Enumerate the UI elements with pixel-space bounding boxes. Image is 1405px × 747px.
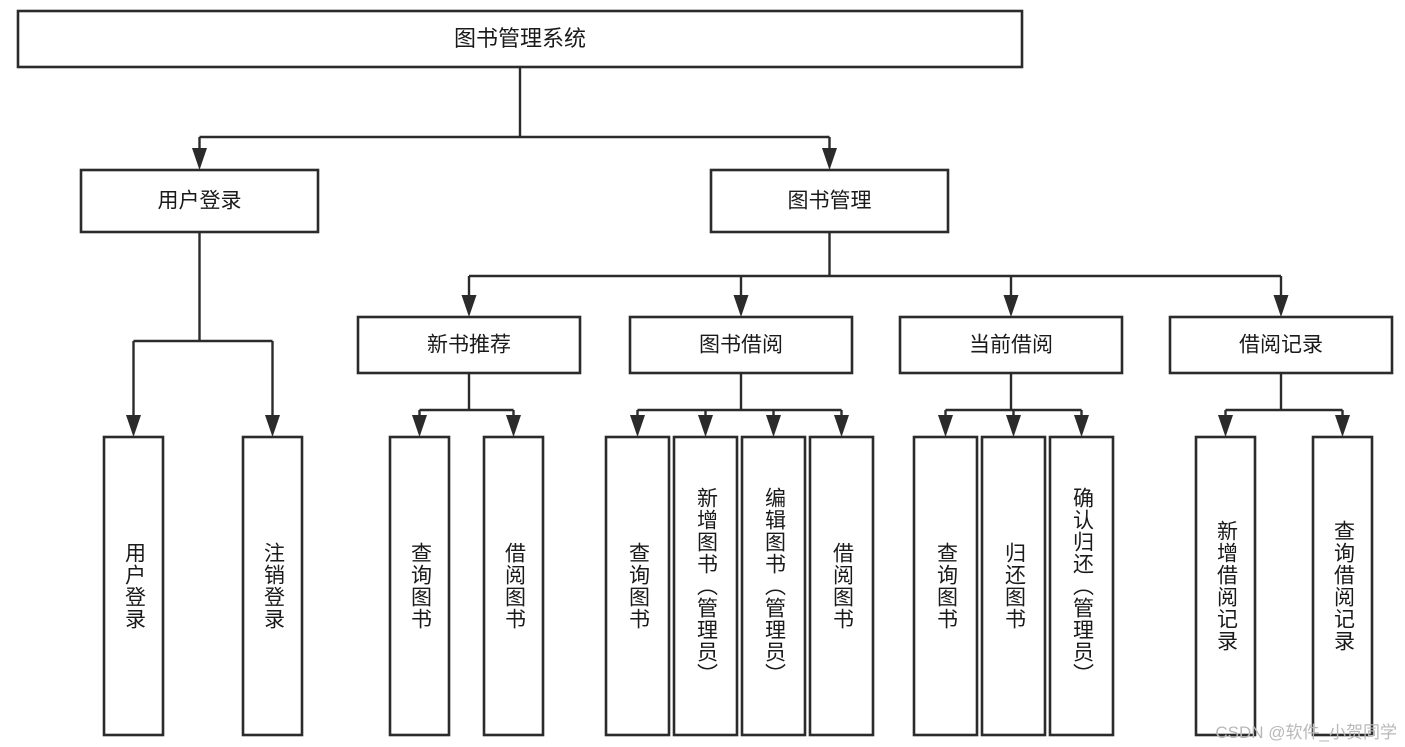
- arrow-down-icon-l3-1: [733, 295, 749, 317]
- leaf-node-8[interactable]: [912, 435, 979, 737]
- level2-node-0-label: 用户登录: [158, 190, 242, 213]
- leaf-node-7[interactable]: [808, 435, 875, 737]
- leaf-node-4[interactable]: [604, 435, 671, 737]
- arrow-down-icon-current-borrow-1: [1006, 415, 1021, 437]
- connectors-layer: [126, 67, 1350, 437]
- arrow-down-icon-l2-0: [192, 148, 207, 170]
- boxes-layer: [16, 9, 1394, 737]
- arrow-down-icon-l3-2: [1003, 295, 1019, 317]
- leaf-node-2[interactable]: [388, 435, 451, 737]
- arrow-down-icon-current-borrow-0: [938, 415, 953, 437]
- leaf-node-1[interactable]: [241, 435, 304, 737]
- level3-node-1[interactable]: [628, 315, 854, 375]
- level2-node-1[interactable]: [709, 168, 950, 234]
- leaf-node-5[interactable]: [672, 435, 739, 737]
- arrow-down-icon-book-borrow-2: [766, 415, 781, 437]
- arrow-down-icon-book-borrow-1: [698, 415, 713, 437]
- level3-node-2[interactable]: [898, 315, 1124, 375]
- level3-node-0-label: 新书推荐: [427, 334, 511, 357]
- level3-node-3-label: 借阅记录: [1239, 334, 1323, 357]
- level3-node-1-label: 图书借阅: [699, 334, 783, 357]
- arrow-down-icon-l2-1: [822, 148, 837, 170]
- arrow-down-icon-borrow-record-0: [1218, 415, 1233, 437]
- leaf-node-6[interactable]: [740, 435, 807, 737]
- arrow-down-icon-borrow-record-1: [1335, 415, 1350, 437]
- arrow-down-icon-book-borrow-0: [630, 415, 645, 437]
- arrow-down-icon-l3-0: [461, 295, 477, 317]
- level3-node-0[interactable]: [356, 315, 582, 375]
- arrow-down-icon-new-book-rec-1: [506, 415, 521, 437]
- arrow-down-icon-current-borrow-2: [1074, 415, 1089, 437]
- level3-node-3[interactable]: [1168, 315, 1394, 375]
- root-node-book-management-system[interactable]: [16, 9, 1024, 69]
- level3-node-2-label: 当前借阅: [969, 334, 1053, 357]
- leaf-node-3[interactable]: [482, 435, 545, 737]
- leaf-node-9[interactable]: [980, 435, 1047, 737]
- level2-node-1-label: 图书管理: [788, 190, 872, 213]
- leaf-node-11[interactable]: [1194, 435, 1257, 737]
- arrow-down-icon-new-book-rec-0: [412, 415, 427, 437]
- leaf-node-10[interactable]: [1048, 435, 1115, 737]
- arrow-down-icon-user-login-1: [265, 415, 280, 437]
- arrow-down-icon-book-borrow-3: [834, 415, 849, 437]
- leaf-node-0[interactable]: [102, 435, 165, 737]
- arrow-down-icon-l3-3: [1273, 295, 1289, 317]
- level2-node-0[interactable]: [79, 168, 320, 234]
- root-node-book-management-system-label: 图书管理系统: [454, 26, 586, 51]
- arrow-down-icon-user-login-0: [126, 415, 141, 437]
- leaf-node-12[interactable]: [1311, 435, 1374, 737]
